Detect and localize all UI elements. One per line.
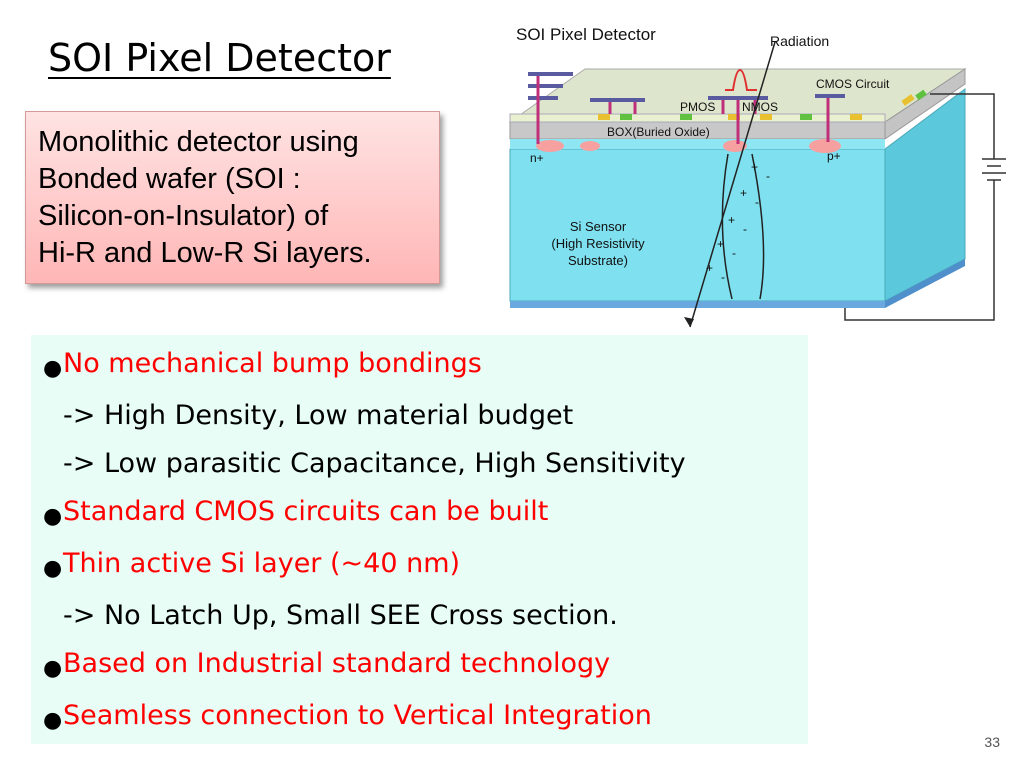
bullet-item: ● Based on Industrial standard technolog… [31, 645, 808, 697]
n-plus-label: n+ [530, 151, 544, 165]
metal-electrodes [528, 72, 845, 102]
bullet-text: Standard CMOS circuits can be built [63, 496, 549, 527]
electron-sign: - [766, 169, 770, 183]
bullet-dot: ● [43, 504, 63, 529]
implant [580, 141, 600, 151]
sub-item: -> No Latch Up, Small SEE Cross section. [31, 597, 808, 645]
p-plus-implant [809, 139, 841, 153]
electron-sign: - [743, 222, 747, 236]
signal-pulse-icon [725, 68, 757, 91]
bullet-text: Based on Industrial standard technology [63, 648, 611, 679]
n-plus-implant [536, 140, 564, 152]
radiation-track [689, 41, 776, 328]
pmos-label: PMOS [680, 100, 715, 114]
cmos-layer [509, 113, 886, 123]
bullet-text: No mechanical bump bondings [63, 348, 482, 379]
info-line: Monolithic detector using [38, 126, 359, 158]
implant [723, 140, 747, 152]
electron-sign: - [721, 270, 725, 284]
charge-carriers: + - + - + - + - + - [706, 160, 770, 284]
electron-sign: - [755, 195, 759, 209]
info-line: Bonded wafer (SOI : [38, 163, 301, 195]
bullet-text: Seamless connection to Vertical Integrat… [63, 700, 652, 731]
sub-text: -> Low parasitic Capacitance, High Sensi… [63, 448, 686, 479]
sub-item: -> Low parasitic Capacitance, High Sensi… [31, 445, 808, 493]
slide-title: SOI Pixel Detector [48, 36, 391, 80]
bullet-item: ● Seamless connection to Vertical Integr… [31, 697, 808, 749]
bullet-item: ● No mechanical bump bondings [31, 345, 808, 397]
info-line: Hi-R and Low-R Si layers. [38, 237, 372, 269]
bullet-dot: ● [43, 556, 63, 581]
sensor-label: Substrate) [568, 253, 628, 268]
box-label: BOX(Buried Oxide) [607, 125, 710, 139]
drift-arrow-right [751, 153, 765, 300]
sub-text: -> High Density, Low material budget [63, 400, 574, 431]
backside-side [885, 259, 965, 308]
hole-sign: + [728, 213, 735, 227]
p-plus-label: p+ [827, 149, 841, 163]
bullet-item: ● Standard CMOS circuits can be built [31, 493, 808, 545]
box-side [884, 68, 966, 140]
sensor-label: (High Resistivity [551, 236, 645, 251]
diagram-title: SOI Pixel Detector [516, 25, 656, 44]
hole-sign: + [706, 261, 713, 275]
soi-detector-diagram: SOI Pixel Detector Radiation CMOS Circui… [508, 25, 1006, 328]
info-box: Monolithic detector using Bonded wafer (… [25, 111, 440, 284]
electron-sign: - [732, 246, 736, 260]
backside-electrode [510, 301, 885, 308]
hole-sign: + [717, 237, 724, 251]
sensor-label: Si Sensor [570, 219, 627, 234]
bullet-dot: ● [43, 708, 63, 733]
arrow-head-icon [684, 317, 694, 327]
sub-item: -> High Density, Low material budget [31, 397, 808, 445]
radiation-label: Radiation [770, 33, 829, 49]
bullet-text: Thin active Si layer (~40 nm) [63, 548, 461, 579]
sub-text: -> No Latch Up, Small SEE Cross section. [63, 600, 618, 631]
info-line: Silicon-on-Insulator) of [38, 200, 329, 232]
drift-arrow-left [721, 153, 733, 300]
hole-sign: + [740, 186, 747, 200]
silicon-gap [510, 139, 885, 149]
hole-sign: + [751, 160, 758, 174]
battery-icon [844, 93, 1006, 321]
bullet-dot: ● [43, 356, 63, 381]
bullet-item: ● Thin active Si layer (~40 nm) [31, 545, 808, 597]
bullet-panel: ● No mechanical bump bondings -> High De… [31, 335, 808, 744]
page-number: 33 [984, 734, 1000, 750]
bullet-dot: ● [43, 656, 63, 681]
nmos-label: NMOS [742, 100, 778, 114]
substrate-front [509, 148, 886, 302]
cmos-label: CMOS Circuit [816, 77, 890, 91]
transistor-pads [598, 89, 927, 120]
